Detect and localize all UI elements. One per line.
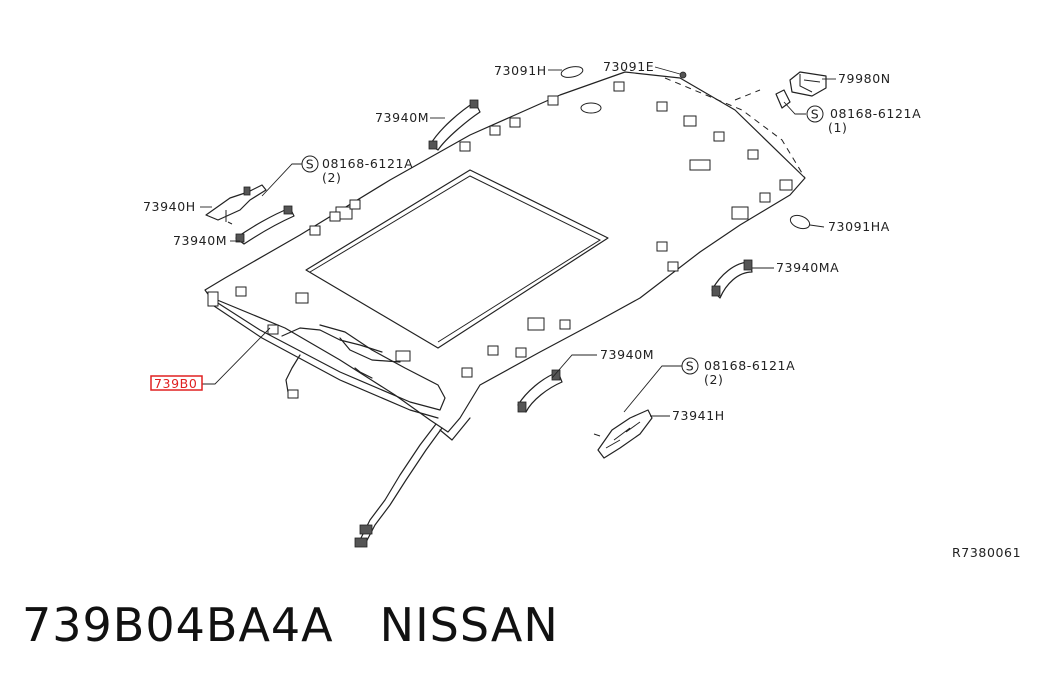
- grip-bracket-73940H: [205, 184, 267, 225]
- screw-symbol-right-text: S: [811, 107, 820, 122]
- sunroof-opening: [305, 169, 609, 349]
- callout-08168-lower: 08168-6121A: [704, 358, 795, 373]
- figure-code: R7380061: [952, 545, 1021, 560]
- callout-08168-left-qty: (2): [322, 170, 342, 185]
- highlight-box-739B0: [150, 375, 203, 391]
- part-caption: 739B04BA4A NISSAN: [22, 598, 559, 652]
- screw-symbol-left-text: S: [306, 157, 315, 172]
- callout-08168-right-qty: (1): [828, 120, 848, 135]
- callout-08168-right: 08168-6121A: [830, 106, 921, 121]
- assist-grip-73940M-lower: [517, 369, 563, 413]
- screw-symbol-lower-text: S: [686, 359, 695, 374]
- visor-clip-73091HA: [789, 214, 811, 230]
- lamp-79980N: [775, 71, 827, 109]
- callout-73940H: 73940H: [143, 199, 196, 214]
- visor-clip-73091H: [560, 66, 584, 78]
- callout-73940M-left: 73940M: [173, 233, 227, 248]
- callout-08168-left: 08168-6121A: [322, 156, 413, 171]
- callout-739B0: 739B0: [154, 376, 197, 391]
- assist-grip-73940M-top: [428, 99, 481, 151]
- callout-73091H: 73091H: [494, 63, 547, 78]
- callout-08168-lower-qty: (2): [704, 372, 724, 387]
- callout-73941H: 73941H: [672, 408, 725, 423]
- callout-73091E: 73091E: [603, 59, 654, 74]
- headlining-panel: [204, 71, 806, 441]
- callout-73091HA: 73091HA: [828, 219, 890, 234]
- callout-79980N: 79980N: [838, 71, 891, 86]
- screw-symbol-lower: S: [681, 357, 699, 375]
- brand-name: NISSAN: [379, 598, 559, 652]
- callout-73940MA: 73940MA: [776, 260, 839, 275]
- dashed-outline: [664, 77, 806, 179]
- screw-symbol-right: S: [806, 105, 824, 123]
- assist-grip-73940MA: [711, 259, 753, 299]
- wire-harness: [207, 291, 446, 548]
- part-number: 739B04BA4A: [22, 598, 334, 652]
- grip-bracket-73941H: [593, 409, 653, 459]
- callout-73940M-lower: 73940M: [600, 347, 654, 362]
- screw-symbol-left: S: [301, 155, 319, 173]
- panel-clips: [235, 81, 793, 378]
- callout-73940M-top: 73940M: [375, 110, 429, 125]
- clip-73091E: [679, 71, 687, 79]
- assist-grip-73940M-left: [235, 205, 295, 245]
- callout-labels: 73091H 73091E 79980N 73940M 08168-6121A …: [143, 59, 1021, 560]
- leader-lines: [200, 66, 836, 417]
